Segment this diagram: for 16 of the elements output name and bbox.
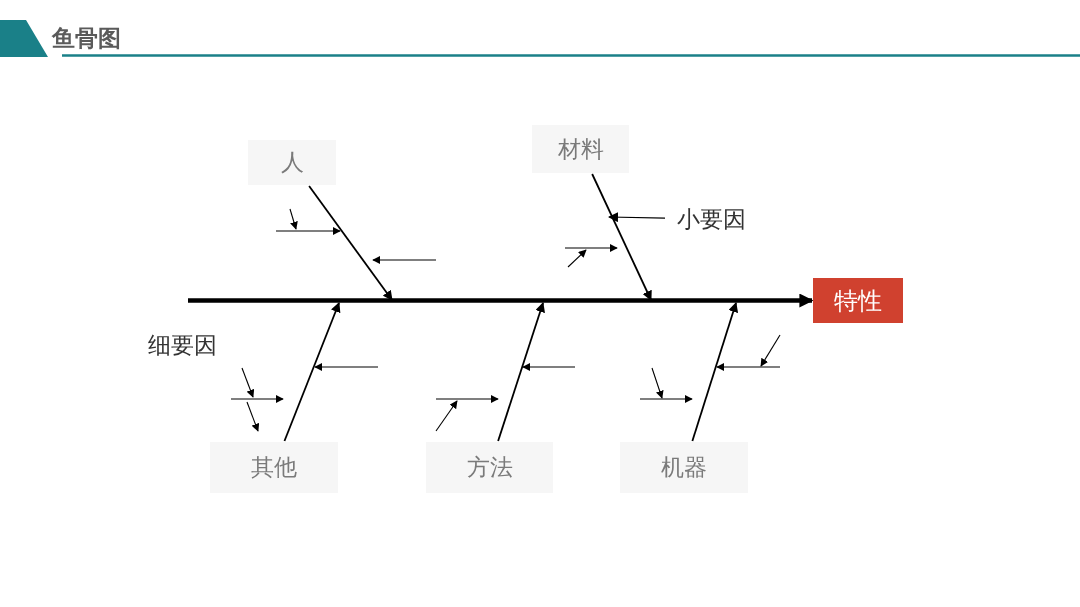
cause-label: 小要因 xyxy=(666,203,756,235)
bone-arrow xyxy=(591,173,652,301)
category-box: 人 xyxy=(248,140,336,185)
bone-arrow xyxy=(308,185,393,301)
bone-arrow xyxy=(608,212,666,223)
spine-arrow xyxy=(188,293,814,308)
category-box: 机器 xyxy=(620,442,748,493)
bone-arrow xyxy=(691,302,739,442)
category-box: 其他 xyxy=(210,442,338,493)
bone-arrow xyxy=(283,302,341,442)
category-box: 方法 xyxy=(426,442,553,493)
category-box: 材料 xyxy=(532,125,629,173)
title: 鱼骨图 xyxy=(52,24,121,53)
cause-label: 细要因 xyxy=(148,331,217,360)
effect-box: 特性 xyxy=(813,278,903,323)
bone-arrow xyxy=(497,302,545,442)
